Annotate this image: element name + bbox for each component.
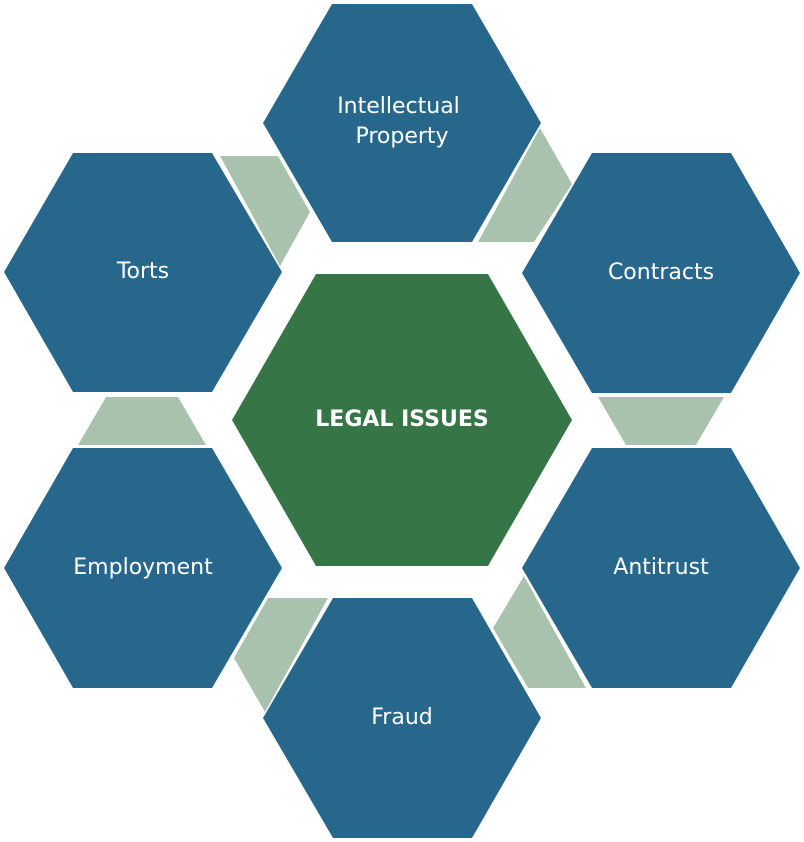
hex-label-line: Intellectual [337, 94, 460, 119]
hex-label-line: Employment [73, 555, 213, 580]
hex-legal-issues: LEGAL ISSUES [232, 274, 572, 566]
svg-text:Torts: Torts [116, 259, 169, 284]
svg-text:Contracts: Contracts [608, 260, 714, 285]
hex-label-line: Property [355, 124, 448, 149]
hex-label-line: Fraud [371, 705, 433, 730]
hex-fraud: Fraud [263, 598, 541, 838]
hex-shape [522, 448, 800, 688]
hex-intellectual-property: Intellectual Property [263, 4, 541, 242]
connector-contracts-antitrust [598, 397, 724, 445]
hex-label-line: Antitrust [613, 555, 709, 580]
connectors [78, 128, 724, 712]
hex-employment: Employment [4, 448, 282, 688]
svg-text:Intellectual Property: Intellectual Property [337, 94, 467, 149]
hex-label-line: Torts [116, 259, 169, 284]
hex-torts: Torts [4, 153, 282, 392]
center-label: LEGAL ISSUES [315, 407, 488, 432]
connector-ip-contracts [478, 128, 572, 242]
svg-text:Antitrust: Antitrust [613, 555, 709, 580]
connector-torts-ip [220, 156, 310, 266]
svg-text:Employment: Employment [73, 555, 213, 580]
hex-contracts: Contracts [522, 153, 800, 393]
hex-shape [263, 598, 541, 838]
center-hex-shape [232, 274, 572, 566]
hex-shape [4, 153, 282, 392]
hex-shape [263, 4, 541, 242]
connector-employment-torts [78, 397, 206, 445]
connector-antitrust-fraud [493, 576, 586, 688]
hex-label-line: Contracts [608, 260, 714, 285]
hex-shape [522, 153, 800, 393]
svg-text:Fraud: Fraud [371, 705, 433, 730]
hex-antitrust: Antitrust [522, 448, 800, 688]
hex-shape [4, 448, 282, 688]
connector-fraud-employment [234, 598, 328, 712]
